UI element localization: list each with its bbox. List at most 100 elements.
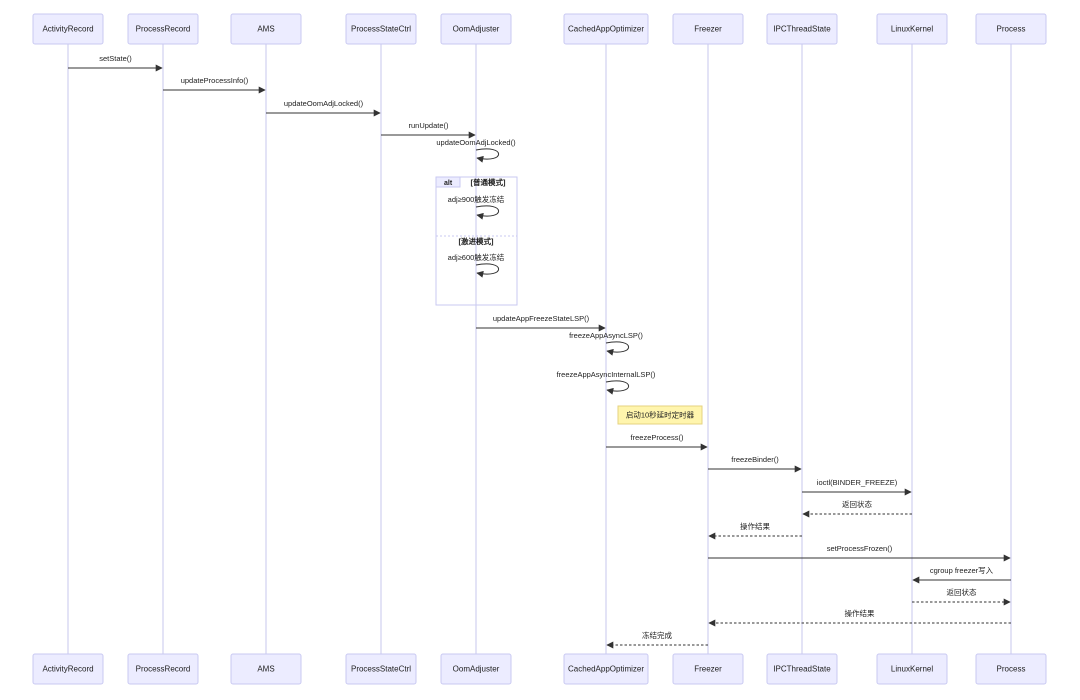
actor-activityrecord-top: ActivityRecord	[32, 13, 104, 45]
message-4: runUpdate()	[381, 121, 476, 139]
actor-label: ProcessStateCtrl	[351, 25, 411, 34]
actor-ams-top: AMS	[230, 13, 302, 45]
note-text: 启动10秒延时定时器	[626, 410, 695, 420]
message-12: freezeBinder()	[708, 455, 802, 473]
message-7: adj≥600触发冻结	[448, 252, 505, 278]
message-15: 操作结果	[708, 521, 802, 540]
actor-label: Freezer	[694, 665, 722, 674]
actor-box	[32, 653, 104, 685]
message-label: freezeAppAsyncInternalLSP()	[557, 370, 656, 379]
alt-fragment-tag	[435, 176, 461, 188]
alt-condition-normal: [普通模式]	[471, 177, 506, 187]
actor-box	[563, 653, 649, 685]
alt-fragment-label: alt	[444, 180, 453, 187]
self-message-arrow	[475, 205, 499, 220]
alt-condition-aggressive: [激进模式]	[459, 236, 494, 246]
message-label: 操作结果	[740, 521, 770, 531]
actor-box	[345, 653, 417, 685]
actor-box	[563, 13, 649, 45]
actor-process-top: Process	[975, 13, 1047, 45]
actor-box	[975, 13, 1047, 45]
actor-box	[672, 653, 744, 685]
actor-label: ProcessRecord	[136, 25, 191, 34]
message-label: adj≥600触发冻结	[448, 252, 505, 262]
actor-freezer-bottom: Freezer	[672, 653, 744, 685]
actor-box	[127, 653, 199, 685]
message-5: updateOomAdjLocked()	[436, 138, 516, 163]
actor-box	[230, 13, 302, 45]
lifelines	[67, 44, 1012, 654]
message-14: 返回状态	[802, 499, 912, 518]
message-label: freezeProcess()	[631, 433, 684, 442]
actor-label: ActivityRecord	[42, 25, 93, 34]
message-label: adj≥900触发冻结	[448, 194, 505, 204]
message-label: updateProcessInfo()	[181, 76, 249, 85]
message-1: setState()	[68, 54, 163, 72]
actor-box	[766, 653, 838, 685]
message-label: updateOomAdjLocked()	[284, 99, 364, 108]
actor-ams-bottom: AMS	[230, 653, 302, 685]
actors-top: ActivityRecord ProcessRecord AMS ProcessSta…	[32, 13, 1047, 45]
messages: setState() updateProcessInfo() updateOomAd…	[68, 54, 1011, 649]
alt-fragment-border	[435, 176, 518, 306]
message-label: ioctl(BINDER_FREEZE)	[817, 478, 898, 487]
actor-ipcthreadstate-top: IPCThreadState	[766, 13, 838, 45]
actor-processstatectrl-bottom: ProcessStateCtrl	[345, 653, 417, 685]
message-label: freezeBinder()	[731, 455, 779, 464]
message-20: 冻结完成	[606, 630, 708, 649]
actor-label: Process	[997, 665, 1026, 674]
actor-processstatectrl-top: ProcessStateCtrl	[345, 13, 417, 45]
message-label: setState()	[99, 54, 132, 63]
actor-process-bottom: Process	[975, 653, 1047, 685]
message-16: setProcessFrozen()	[708, 544, 1011, 562]
message-label: updateOomAdjLocked()	[436, 138, 516, 147]
actor-processrecord-bottom: ProcessRecord	[127, 653, 199, 685]
actor-label: AMS	[257, 25, 274, 34]
actor-linuxkernel-bottom: LinuxKernel	[876, 653, 948, 685]
message-9: freezeAppAsyncLSP()	[569, 331, 643, 356]
message-label: 返回状态	[947, 587, 977, 597]
actor-label: IPCThreadState	[773, 665, 831, 674]
actor-label: ProcessRecord	[136, 665, 191, 674]
actor-box	[345, 13, 417, 45]
actor-box	[766, 13, 838, 45]
actor-label: ProcessStateCtrl	[351, 665, 411, 674]
actor-label: AMS	[257, 665, 274, 674]
message-label: 冻结完成	[642, 630, 672, 640]
actor-box	[127, 13, 199, 45]
actor-box	[876, 653, 948, 685]
actor-label: Process	[997, 25, 1026, 34]
alt-fragment: alt [普通模式] [激进模式]	[435, 176, 518, 306]
message-label: 操作结果	[845, 608, 875, 618]
message-11: freezeProcess()	[606, 433, 708, 451]
message-label: 返回状态	[842, 499, 872, 509]
message-label: runUpdate()	[408, 121, 449, 130]
actor-box	[32, 13, 104, 45]
actor-box	[975, 653, 1047, 685]
actor-box	[230, 653, 302, 685]
actor-freezer-top: Freezer	[672, 13, 744, 45]
self-message-arrow	[475, 148, 499, 163]
actor-label: LinuxKernel	[891, 665, 933, 674]
message-8: updateAppFreezeStateLSP()	[476, 314, 606, 332]
message-18: 返回状态	[912, 587, 1011, 606]
self-message-arrow	[605, 380, 629, 395]
message-6: adj≥900触发冻结	[448, 194, 505, 220]
message-17: cgroup freezer写入	[912, 566, 1011, 584]
actor-activityrecord-bottom: ActivityRecord	[32, 653, 104, 685]
message-label: cgroup freezer写入	[930, 566, 994, 575]
note-box	[617, 405, 703, 425]
actor-label: ActivityRecord	[42, 665, 93, 674]
actor-box	[440, 13, 512, 45]
actor-processrecord-top: ProcessRecord	[127, 13, 199, 45]
message-label: setProcessFrozen()	[827, 544, 893, 553]
actor-oomadjuster-bottom: OomAdjuster	[440, 653, 512, 685]
actor-cachedappoptimizer-top: CachedAppOptimizer	[563, 13, 649, 45]
self-message-arrow	[605, 341, 629, 356]
actor-label: LinuxKernel	[891, 25, 933, 34]
actor-box	[440, 653, 512, 685]
actor-label: Freezer	[694, 25, 722, 34]
message-19: 操作结果	[708, 608, 1011, 627]
actor-linuxkernel-top: LinuxKernel	[876, 13, 948, 45]
